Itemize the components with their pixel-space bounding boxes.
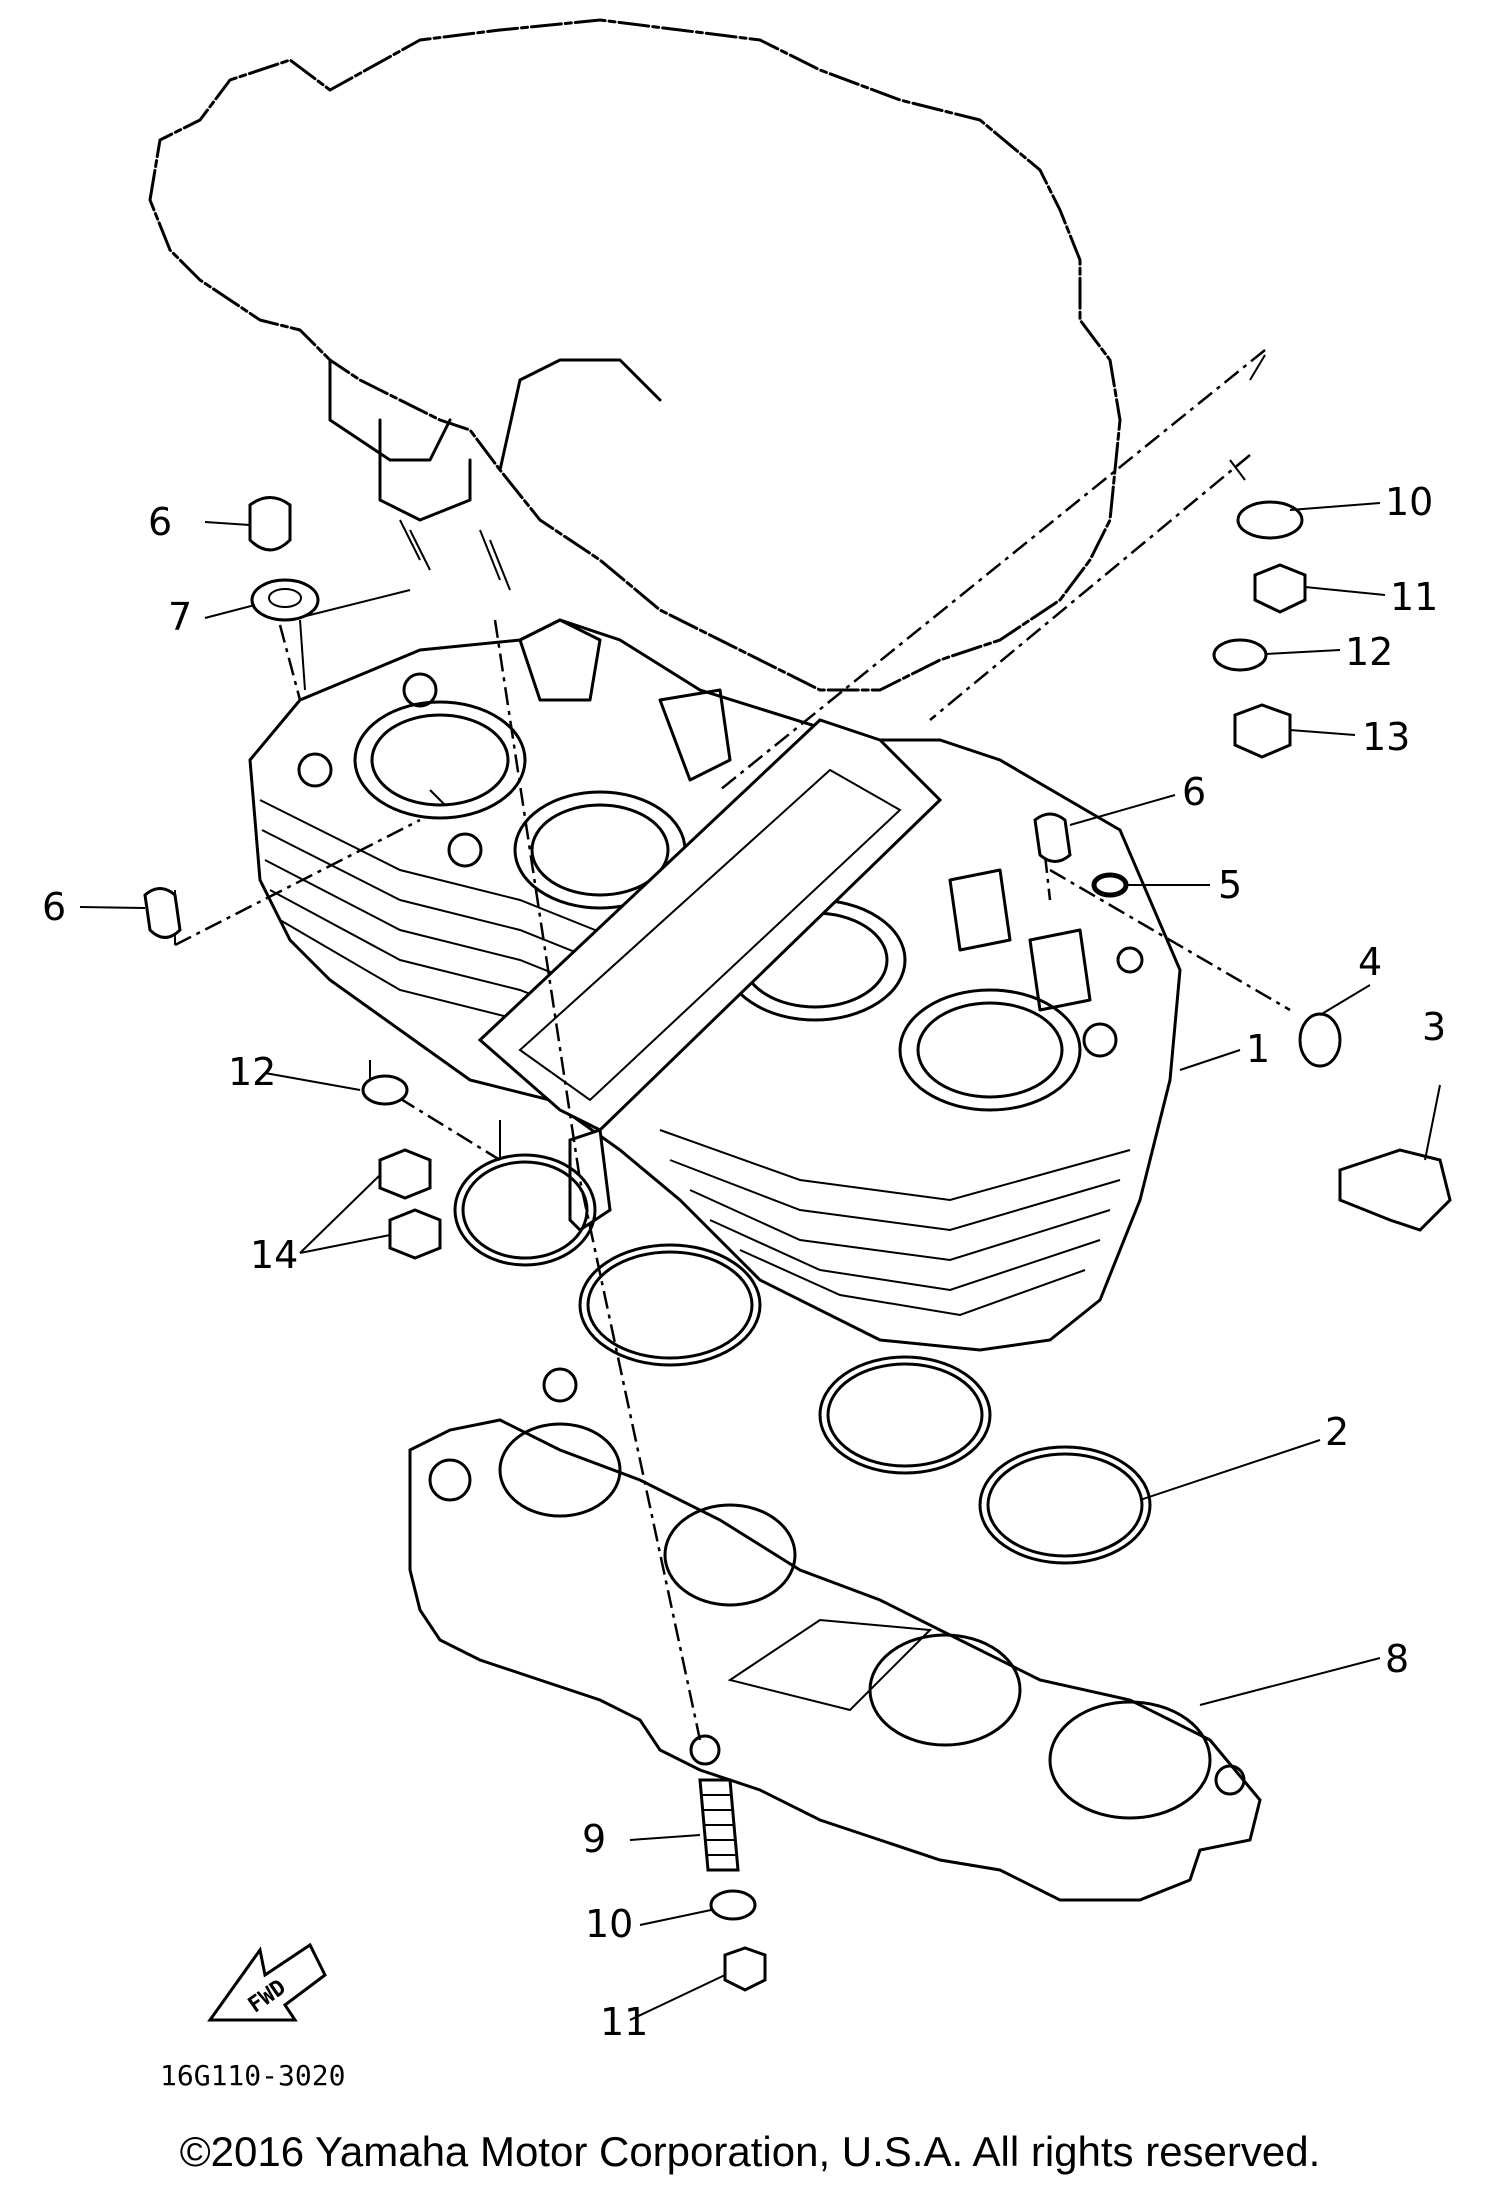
callout-11-bottom: 11 — [600, 2000, 648, 2044]
callout-6-left: 6 — [42, 885, 66, 929]
callout-14: 14 — [250, 1233, 298, 1277]
dowel-pin-left — [143, 887, 182, 939]
nut-11-top — [1253, 563, 1307, 614]
callout-1: 1 — [1246, 1027, 1270, 1071]
washer-10-bottom — [709, 1889, 757, 1921]
callout-3: 3 — [1422, 1005, 1446, 1049]
callout-6-right: 6 — [1182, 770, 1206, 814]
callout-5: 5 — [1218, 863, 1242, 907]
callout-12-top: 12 — [1345, 630, 1393, 674]
callout-2: 2 — [1325, 1410, 1349, 1454]
o-rings — [453, 1153, 1152, 1565]
leader-lines — [79, 502, 1441, 2021]
nut-14-a — [378, 1148, 432, 1200]
hardware-parts — [143, 496, 1452, 1992]
dowel-pin-right — [1033, 812, 1072, 863]
o-ring-5 — [1091, 872, 1129, 898]
assembly-lines — [174, 349, 1291, 1741]
callout-11-top: 11 — [1390, 575, 1438, 619]
callout-4: 4 — [1358, 940, 1382, 984]
nut-13 — [1233, 703, 1292, 759]
part-code: 16G110-3020 — [160, 2059, 345, 2092]
callout-6-top-left: 6 — [148, 500, 172, 544]
callout-10-bottom: 10 — [585, 1902, 633, 1946]
callout-9: 9 — [582, 1817, 606, 1861]
cylinder-gasket — [408, 1367, 1262, 1902]
washer-4 — [1298, 1012, 1342, 1068]
callout-13: 13 — [1362, 715, 1410, 759]
bolt-3 — [1338, 1148, 1452, 1232]
callout-8: 8 — [1385, 1637, 1409, 1681]
nut-11-bottom — [723, 1946, 767, 1992]
dowel-pin-top-left — [248, 496, 292, 552]
nut-14-b — [388, 1208, 442, 1260]
fwd-arrow-icon: FWD — [207, 1942, 327, 2022]
crankcase-outline — [148, 18, 1122, 692]
callout-7: 7 — [168, 595, 192, 639]
callout-12-left: 12 — [228, 1050, 276, 1094]
callout-10-top: 10 — [1385, 480, 1433, 524]
washer-12-left — [361, 1074, 409, 1106]
cylinder-block — [248, 618, 1182, 1352]
washer-7 — [250, 578, 320, 622]
washer-10-top — [1236, 500, 1304, 540]
callout-labels: 1 2 3 4 5 6 6 6 7 8 9 10 10 11 11 12 12 … — [42, 480, 1446, 2044]
washer-12-top — [1212, 638, 1268, 672]
copyright-notice: ©2016 Yamaha Motor Corporation, U.S.A. A… — [179, 2128, 1321, 2175]
